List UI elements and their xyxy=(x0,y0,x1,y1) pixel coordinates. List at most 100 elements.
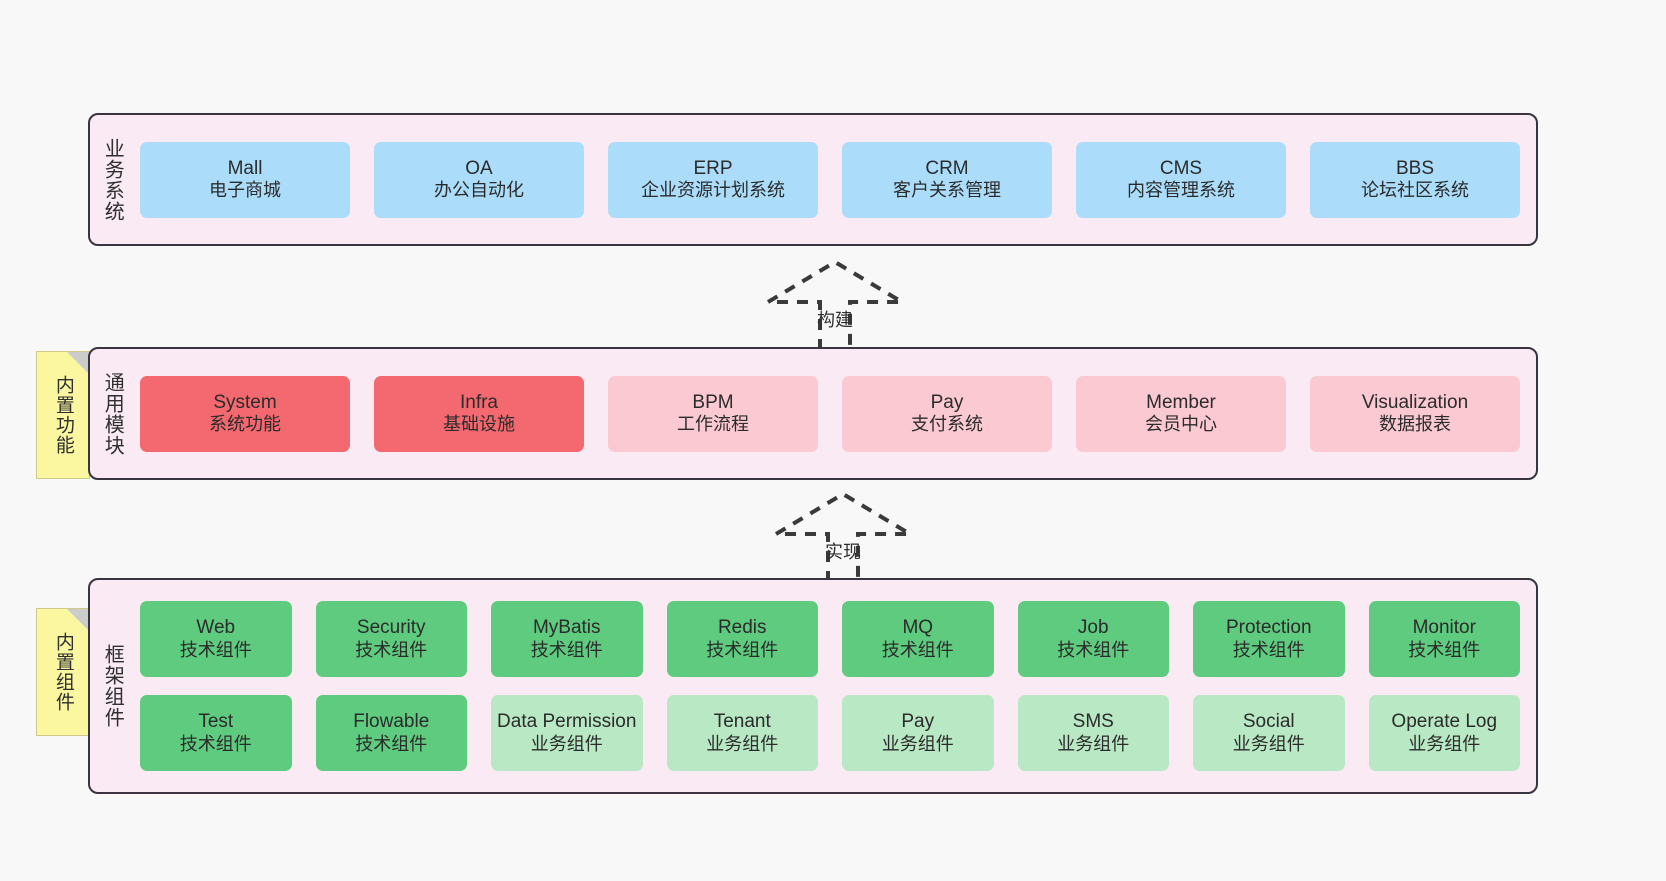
node-pay-component[interactable]: Pay 业务组件 xyxy=(842,695,994,771)
node-title: Data Permission xyxy=(497,711,637,733)
node-title: Member xyxy=(1146,391,1216,413)
node-title: SMS xyxy=(1072,711,1114,733)
node-subtitle: 支付系统 xyxy=(911,414,983,435)
layer-body-framework-components: Web 技术组件 Security 技术组件 MyBatis 技术组件 Redi… xyxy=(134,580,1536,792)
node-oa[interactable]: OA 办公自动化 xyxy=(374,141,584,218)
node-erp[interactable]: ERP 企业资源计划系统 xyxy=(608,141,818,218)
folded-corner-icon xyxy=(67,352,89,374)
layer-business-system: 业务系统 Mall 电子商城 OA 办公自动化 ERP 企业资源计划系统 CRM… xyxy=(88,113,1538,246)
node-sms[interactable]: SMS 业务组件 xyxy=(1017,695,1169,771)
node-title: Operate Log xyxy=(1391,711,1498,733)
node-pay-module[interactable]: Pay 支付系统 xyxy=(842,375,1052,452)
node-subtitle: 电子商城 xyxy=(209,180,281,201)
node-subtitle: 客户关系管理 xyxy=(893,180,1001,201)
node-subtitle: 基础设施 xyxy=(443,414,515,435)
node-subtitle: 技术组件 xyxy=(355,639,428,660)
node-subtitle: 技术组件 xyxy=(1408,639,1481,660)
node-subtitle: 企业资源计划系统 xyxy=(641,180,785,201)
node-cms[interactable]: CMS 内容管理系统 xyxy=(1076,141,1286,218)
node-redis[interactable]: Redis 技术组件 xyxy=(666,601,818,677)
node-title: BBS xyxy=(1395,157,1435,179)
node-title: Pay xyxy=(930,391,964,413)
node-title: OA xyxy=(465,157,493,179)
node-mybatis[interactable]: MyBatis 技术组件 xyxy=(491,601,643,677)
node-subtitle: 内容管理系统 xyxy=(1127,180,1235,201)
node-subtitle: 技术组件 xyxy=(881,639,954,660)
node-bpm[interactable]: BPM 工作流程 xyxy=(608,375,818,452)
node-subtitle: 技术组件 xyxy=(355,733,428,754)
layer-body-business-system: Mall 电子商城 OA 办公自动化 ERP 企业资源计划系统 CRM 客户关系… xyxy=(134,115,1536,244)
node-mq[interactable]: MQ 技术组件 xyxy=(842,601,994,677)
node-title: BPM xyxy=(692,391,734,413)
note-label: 内置功能 xyxy=(52,375,74,455)
node-title: Tenant xyxy=(713,711,771,733)
node-title: Infra xyxy=(459,391,499,413)
node-test[interactable]: Test 技术组件 xyxy=(140,695,292,771)
node-title: Security xyxy=(356,617,426,639)
node-row: System 系统功能 Infra 基础设施 BPM 工作流程 Pay 支付系统… xyxy=(140,375,1520,452)
node-title: Social xyxy=(1242,711,1295,733)
node-title: Visualization xyxy=(1361,391,1469,413)
node-subtitle: 技术组件 xyxy=(530,639,603,660)
node-subtitle: 办公自动化 xyxy=(434,180,524,201)
node-subtitle: 会员中心 xyxy=(1145,414,1217,435)
node-subtitle: 业务组件 xyxy=(530,733,603,754)
node-subtitle: 系统功能 xyxy=(209,414,281,435)
node-title: MyBatis xyxy=(532,617,601,639)
node-subtitle: 业务组件 xyxy=(1408,733,1481,754)
node-title: Mall xyxy=(227,157,263,179)
node-subtitle: 技术组件 xyxy=(706,639,779,660)
node-social[interactable]: Social 业务组件 xyxy=(1193,695,1345,771)
node-title: Job xyxy=(1077,617,1109,639)
node-subtitle: 业务组件 xyxy=(1057,733,1130,754)
node-bbs[interactable]: BBS 论坛社区系统 xyxy=(1310,141,1520,218)
note-builtin-components: 内置组件 xyxy=(36,608,90,736)
node-subtitle: 论坛社区系统 xyxy=(1361,180,1469,201)
node-title: MQ xyxy=(902,617,934,639)
node-title: Pay xyxy=(901,711,935,733)
node-subtitle: 业务组件 xyxy=(706,733,779,754)
layer-framework-components: 框架组件 Web 技术组件 Security 技术组件 MyBatis 技术组件… xyxy=(88,578,1538,794)
node-member[interactable]: Member 会员中心 xyxy=(1076,375,1286,452)
node-title: Test xyxy=(198,711,234,733)
generalization-arrow-icon xyxy=(760,259,910,350)
connector-label: 实现 xyxy=(825,542,861,562)
node-operate-log[interactable]: Operate Log 业务组件 xyxy=(1368,695,1520,771)
generalization-arrow-icon xyxy=(768,491,918,582)
node-subtitle: 业务组件 xyxy=(1232,733,1305,754)
node-web[interactable]: Web 技术组件 xyxy=(140,601,292,677)
node-visualization[interactable]: Visualization 数据报表 xyxy=(1310,375,1520,452)
node-protection[interactable]: Protection 技术组件 xyxy=(1193,601,1345,677)
node-title: CRM xyxy=(925,157,969,179)
connector-build: 构建 xyxy=(760,258,910,350)
node-title: Monitor xyxy=(1412,617,1476,639)
node-row: Mall 电子商城 OA 办公自动化 ERP 企业资源计划系统 CRM 客户关系… xyxy=(140,141,1520,218)
node-title: CMS xyxy=(1159,157,1203,179)
node-title: Flowable xyxy=(353,711,430,733)
node-tenant[interactable]: Tenant 业务组件 xyxy=(666,695,818,771)
layer-common-modules: 通用模块 System 系统功能 Infra 基础设施 BPM 工作流程 Pay… xyxy=(88,347,1538,480)
node-mall[interactable]: Mall 电子商城 xyxy=(140,141,350,218)
node-subtitle: 数据报表 xyxy=(1379,414,1451,435)
node-title: Protection xyxy=(1225,617,1312,639)
node-monitor[interactable]: Monitor 技术组件 xyxy=(1368,601,1520,677)
node-system[interactable]: System 系统功能 xyxy=(140,375,350,452)
layer-title-framework-components: 框架组件 xyxy=(101,644,124,728)
node-crm[interactable]: CRM 客户关系管理 xyxy=(842,141,1052,218)
node-title: System xyxy=(213,391,277,413)
folded-corner-icon xyxy=(67,609,89,631)
node-subtitle: 技术组件 xyxy=(179,639,252,660)
node-row: Web 技术组件 Security 技术组件 MyBatis 技术组件 Redi… xyxy=(140,601,1520,677)
node-job[interactable]: Job 技术组件 xyxy=(1017,601,1169,677)
node-subtitle: 业务组件 xyxy=(881,733,954,754)
node-subtitle: 技术组件 xyxy=(1057,639,1130,660)
node-title: Web xyxy=(196,617,236,639)
layer-title-common-modules: 通用模块 xyxy=(101,371,124,456)
node-row: Test 技术组件 Flowable 技术组件 Data Permission … xyxy=(140,695,1520,771)
node-infra[interactable]: Infra 基础设施 xyxy=(374,375,584,452)
node-security[interactable]: Security 技术组件 xyxy=(315,601,467,677)
node-flowable[interactable]: Flowable 技术组件 xyxy=(315,695,467,771)
layer-body-common-modules: System 系统功能 Infra 基础设施 BPM 工作流程 Pay 支付系统… xyxy=(134,349,1536,478)
node-data-permission[interactable]: Data Permission 业务组件 xyxy=(491,695,643,771)
